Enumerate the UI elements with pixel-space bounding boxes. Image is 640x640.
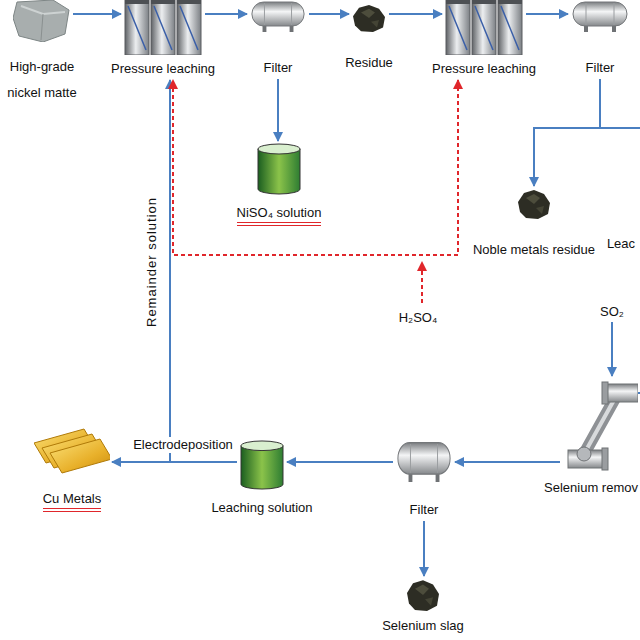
flow-line (455, 461, 560, 463)
equipment-label: Cu Metals (43, 491, 102, 512)
equipment-icon (123, 0, 203, 55)
flow-note: SO₂ (598, 304, 626, 320)
flow-line (277, 79, 279, 141)
edge-label: Electrodeposition (131, 437, 235, 453)
equipment-label: Selenium slag (382, 618, 464, 634)
equipment-label: Filter (264, 60, 293, 76)
layout-lines (422, 128, 640, 393)
residue-icon (351, 3, 387, 33)
flow-line (534, 79, 600, 186)
equipment-icon (249, 0, 307, 32)
equipment-icon (570, 0, 630, 32)
reactor-icon (444, 0, 524, 55)
equipment-icon (13, 0, 71, 42)
equipment-icon (256, 143, 302, 195)
equipment-label: Filter (586, 60, 615, 76)
equipment-label: Selenium remov (544, 480, 638, 496)
equipment-node: Filter (570, 0, 630, 76)
equipment-node: Selenium remov (544, 378, 638, 496)
equipment-node: Selenium slag (382, 578, 464, 634)
filter-icon (570, 0, 630, 32)
equipment-label: Filter (410, 502, 439, 518)
branch-stub (600, 127, 640, 129)
flow-line (423, 521, 425, 576)
flow-line (287, 461, 393, 463)
matte-icon (13, 0, 71, 42)
equipment-icon (444, 0, 524, 55)
flow-line (309, 13, 349, 15)
flow-note: Leac (605, 236, 637, 252)
gas-feed-line (611, 322, 613, 376)
equipment-label: Pressure leaching (432, 61, 536, 77)
equipment-node: Filter (249, 0, 307, 76)
equipment-node: Filter (395, 440, 453, 518)
flow-line (526, 13, 568, 15)
equipment-label: Noble metals residue (473, 242, 595, 258)
equipment-node: Residue (345, 3, 393, 71)
equipment-icon (405, 578, 441, 612)
equipment-label: NiSO₄ solution (237, 205, 322, 226)
equipment-icon (239, 440, 285, 490)
equipment-node: Noble metals residue (473, 188, 595, 258)
equipment-label: High-grade nickel matte (2, 54, 82, 106)
flow-line (170, 80, 237, 462)
equipment-node: Pressure leaching (111, 0, 215, 77)
equipment-label: Pressure leaching (111, 61, 215, 77)
flow-line (73, 13, 121, 15)
solution-tank-icon (256, 143, 302, 195)
copper-icon (34, 425, 110, 477)
acid-feed-line (421, 262, 423, 303)
equipment-icon (562, 378, 638, 474)
equipment-icon (351, 3, 387, 33)
equipment-label: Leaching solution (211, 500, 312, 516)
equipment-node: NiSO₄ solution (237, 143, 322, 226)
equipment-node: High-grade nickel matte (2, 0, 82, 106)
flow-note: H₂SO₄ (397, 310, 440, 326)
flow-line (389, 13, 442, 15)
recycle-line (173, 80, 458, 255)
flow-note: Remainder solution (144, 195, 160, 329)
equipment-icon (516, 188, 552, 220)
equipment-icon (395, 440, 453, 482)
residue-icon (516, 188, 552, 220)
filter-icon (249, 0, 307, 32)
reactor-icon (123, 0, 203, 55)
flow-line (205, 13, 247, 15)
equipment-label: Residue (345, 55, 393, 71)
selenium-reactor-icon (562, 378, 638, 474)
equipment-icon (34, 425, 110, 477)
residue-icon (405, 578, 441, 612)
equipment-node: Cu Metals (34, 425, 110, 512)
equipment-node: Pressure leaching (432, 0, 536, 77)
filter-icon (395, 440, 453, 482)
solution-tank-icon (239, 440, 285, 490)
